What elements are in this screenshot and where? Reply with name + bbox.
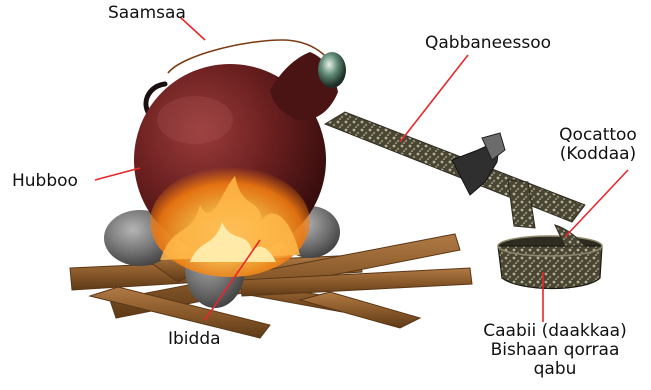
label-qabbaneessoo: Qabbaneessoo [425,34,551,53]
pointer-qabbaneessoo [400,55,468,142]
label-caabii-line1: Caabii (daakkaa) [470,322,640,341]
label-caabii-line3: qabu [470,360,640,379]
label-qocattoo-line1: Qocattoo [548,126,648,145]
pot-top [318,52,346,88]
log [300,292,420,328]
label-caabii-line2: Bishaan qorraa [470,341,640,360]
label-qocattoo-line2: (Koddaa) [548,145,648,164]
fire [150,167,310,277]
label-caabii: Caabii (daakkaa) Bishaan qorraa qabu [470,322,640,379]
label-ibidda: Ibidda [168,330,221,349]
collecting-bowl [498,225,602,289]
label-hubboo: Hubboo [12,172,78,191]
label-saamsaa: Saamsaa [108,4,186,23]
cooling-tube [325,112,585,228]
pointer-hubboo [95,168,140,180]
label-qocattoo: Qocattoo (Koddaa) [548,126,648,164]
